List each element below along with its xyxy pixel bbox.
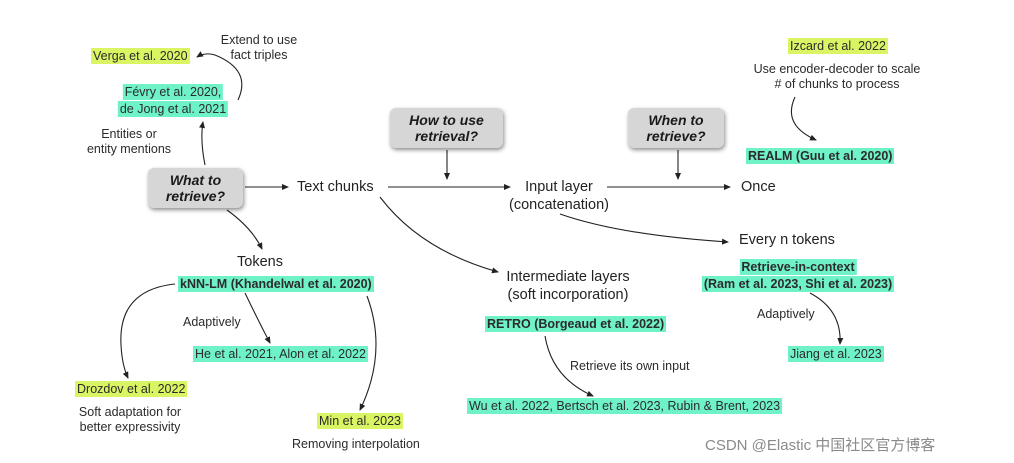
note-encoder-decoder: Use encoder-decoder to scale # of chunks… (754, 62, 921, 92)
arrow-knn-to-drozdov (120, 283, 176, 379)
ref-wu-text: Wu et al. 2022, Bertsch et al. 2023, Rub… (467, 398, 783, 414)
what-line2: retrieve? (165, 188, 226, 204)
arrow-what-to-tokens (226, 209, 263, 250)
arrow-izcard-to-realm (790, 96, 817, 141)
arrow-entities-to-fevry (199, 121, 206, 166)
ref-jiang: Jiang et al. 2023 (788, 346, 884, 362)
note-encdec-line1: Use encoder-decoder to scale (753, 62, 921, 76)
once-label: Once (741, 179, 776, 195)
note-soft-line2: better expressivity (79, 420, 181, 434)
arrow-knn-to-he (244, 292, 271, 344)
arrow-textchunks-to-intermediate (379, 196, 499, 274)
ref-min: Min et al. 2023 (317, 413, 403, 429)
ref-verga-text: Verga et al. 2020 (91, 48, 190, 64)
note-entities-line1: Entities or (101, 127, 157, 141)
note-removing-interpolation: Removing interpolation (292, 437, 420, 451)
note-extend-line1: Extend to use (220, 33, 298, 47)
what-to-retrieve-box: What to retrieve? (148, 168, 243, 208)
ref-drozdov-text: Drozdov et al. 2022 (75, 381, 188, 397)
note-entities: Entities or entity mentions (87, 127, 171, 157)
ref-fevry: Févry et al. 2020, de Jong et al. 2021 (117, 84, 229, 118)
ref-fevry-line2: de Jong et al. 2021 (117, 101, 229, 117)
how-line1: How to use (409, 112, 484, 128)
ref-fevry-line1: Févry et al. 2020, (122, 84, 224, 100)
watermark: CSDN @Elastic 中国社区官方博客 (705, 437, 936, 454)
note-soft-adaptation: Soft adaptation for better expressivity (79, 405, 181, 435)
ref-jiang-text: Jiang et al. 2023 (788, 346, 884, 362)
arrow-fevry-to-verga (196, 51, 243, 101)
ref-knn-lm: kNN-LM (Khandelwal et al. 2020) (178, 276, 374, 292)
when-line2: retrieve? (646, 128, 706, 144)
ref-retro: RETRO (Borgeaud et al. 2022) (485, 316, 667, 332)
intermediate-line2: (soft incorporation) (507, 287, 629, 303)
note-entities-line2: entity mentions (86, 142, 172, 156)
ref-knn-text: kNN-LM (Khandelwal et al. 2020) (178, 276, 374, 292)
arrow-ric-to-jiang (809, 292, 844, 345)
ref-realm-text: REALM (Guu et al. 2020) (746, 148, 895, 164)
note-extend-fact-triples: Extend to use fact triples (221, 33, 297, 63)
ref-he-alon: He et al. 2021, Alon et al. 2022 (193, 346, 368, 362)
note-adaptively-knn: Adaptively (183, 315, 241, 329)
ref-he-text: He et al. 2021, Alon et al. 2022 (193, 346, 368, 362)
note-encdec-line2: # of chunks to process (774, 77, 900, 91)
arrow-knn-to-min (359, 295, 377, 411)
ref-ric-line1: Retrieve-in-context (739, 259, 857, 275)
when-to-retrieve-box: When to retrieve? (628, 108, 724, 148)
note-adaptively-ric: Adaptively (757, 307, 815, 321)
text-chunks-label: Text chunks (297, 179, 374, 195)
ref-izcard-text: Izcard et al. 2022 (788, 38, 888, 54)
ref-izcard: Izcard et al. 2022 (788, 38, 888, 54)
tokens-label: Tokens (237, 254, 283, 270)
ref-verga: Verga et al. 2020 (91, 48, 190, 64)
ref-realm: REALM (Guu et al. 2020) (746, 148, 895, 164)
arrow-retro-to-wu (544, 335, 594, 397)
note-extend-line2: fact triples (230, 48, 288, 62)
how-to-use-box: How to use retrieval? (390, 108, 503, 148)
every-n-tokens-label: Every n tokens (739, 232, 835, 248)
input-layer-line2: (concatenation) (509, 197, 609, 213)
what-line1: What to (169, 172, 222, 188)
how-line2: retrieval? (414, 128, 479, 144)
ref-drozdov: Drozdov et al. 2022 (75, 381, 188, 397)
ref-min-text: Min et al. 2023 (317, 413, 403, 429)
ref-ric-line2: (Ram et al. 2023, Shi et al. 2023) (701, 276, 895, 292)
note-soft-line1: Soft adaptation for (78, 405, 182, 419)
ref-wu-bertsch: Wu et al. 2022, Bertsch et al. 2023, Rub… (467, 398, 783, 414)
intermediate-layers-label: Intermediate layers (soft incorporation) (506, 268, 629, 304)
input-layer-line1: Input layer (525, 179, 593, 195)
ref-retro-text: RETRO (Borgeaud et al. 2022) (485, 316, 667, 332)
arrow-input-to-everyn (559, 213, 729, 245)
input-layer-label: Input layer (concatenation) (509, 178, 609, 214)
intermediate-line1: Intermediate layers (506, 269, 630, 285)
when-line1: When to (648, 112, 704, 128)
ref-retrieve-in-context: Retrieve-in-context (Ram et al. 2023, Sh… (701, 259, 895, 293)
note-retrieve-own-input: Retrieve its own input (570, 359, 690, 373)
